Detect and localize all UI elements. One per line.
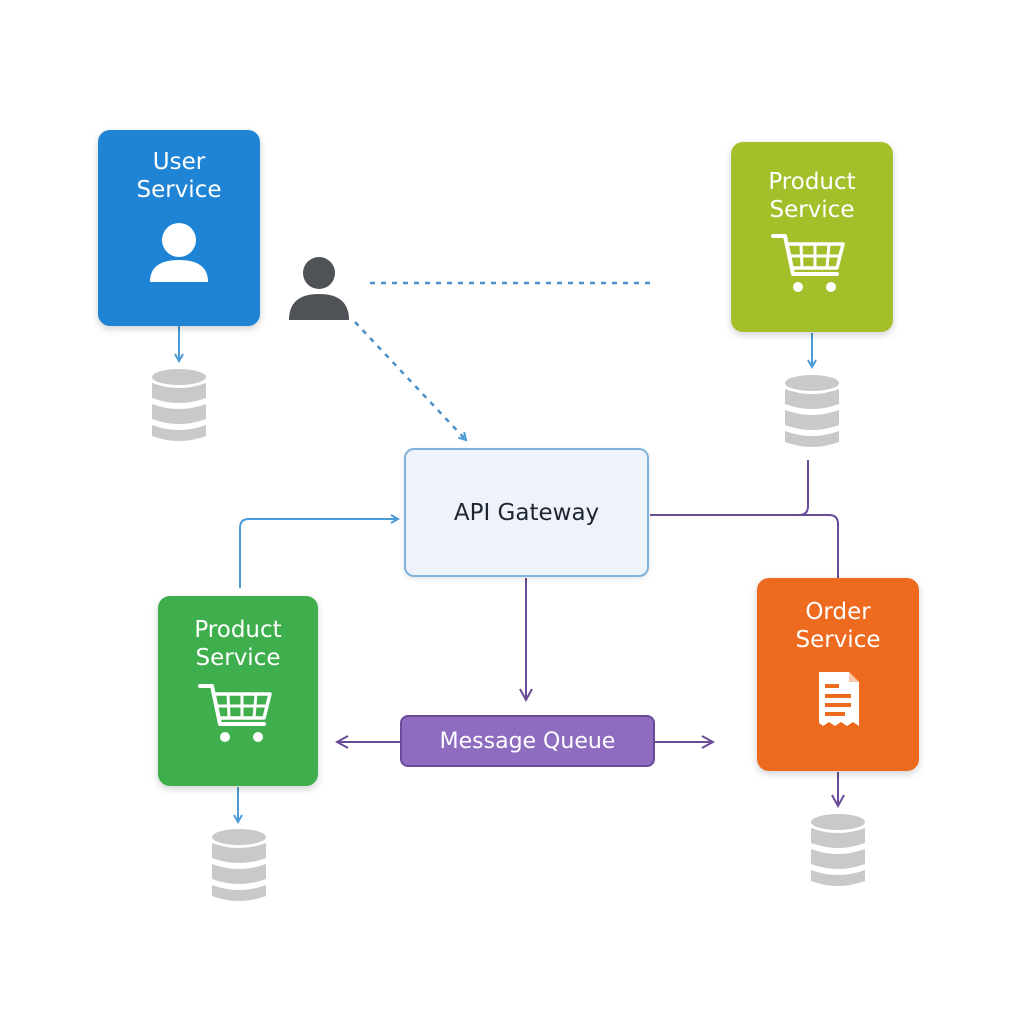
api-gateway-label: API Gateway — [453, 499, 600, 526]
receipt-icon — [819, 672, 859, 726]
user-service-card[interactable]: User Service — [98, 130, 260, 326]
message-queue-box[interactable]: Message Queue — [400, 715, 655, 767]
line-gateway-to-order — [650, 514, 839, 578]
arrow-product-left-to-gateway — [239, 519, 398, 588]
shopping-cart-icon — [771, 234, 845, 292]
message-queue-label: Message Queue — [439, 728, 616, 754]
shopping-cart-icon — [198, 684, 272, 742]
product-service-left-card[interactable]: Product Service — [158, 596, 318, 786]
line-product-top-db-to-gateway — [798, 460, 809, 516]
database-icon — [785, 375, 839, 447]
dotted-line-to-gateway — [354, 321, 466, 440]
product-service-top-label: Product Service — [768, 169, 856, 223]
database-icon — [152, 369, 206, 441]
database-icon — [811, 814, 865, 886]
actor-user-icon — [289, 257, 349, 320]
order-service-card[interactable]: Order Service — [757, 578, 919, 771]
user-service-label: User Service — [136, 149, 222, 203]
user-icon — [150, 223, 208, 282]
order-service-label: Order Service — [795, 599, 881, 653]
product-service-left-label: Product Service — [194, 617, 282, 671]
product-service-top-card[interactable]: Product Service — [731, 142, 893, 332]
database-icon — [212, 829, 266, 901]
api-gateway-box[interactable]: API Gateway — [404, 448, 649, 577]
